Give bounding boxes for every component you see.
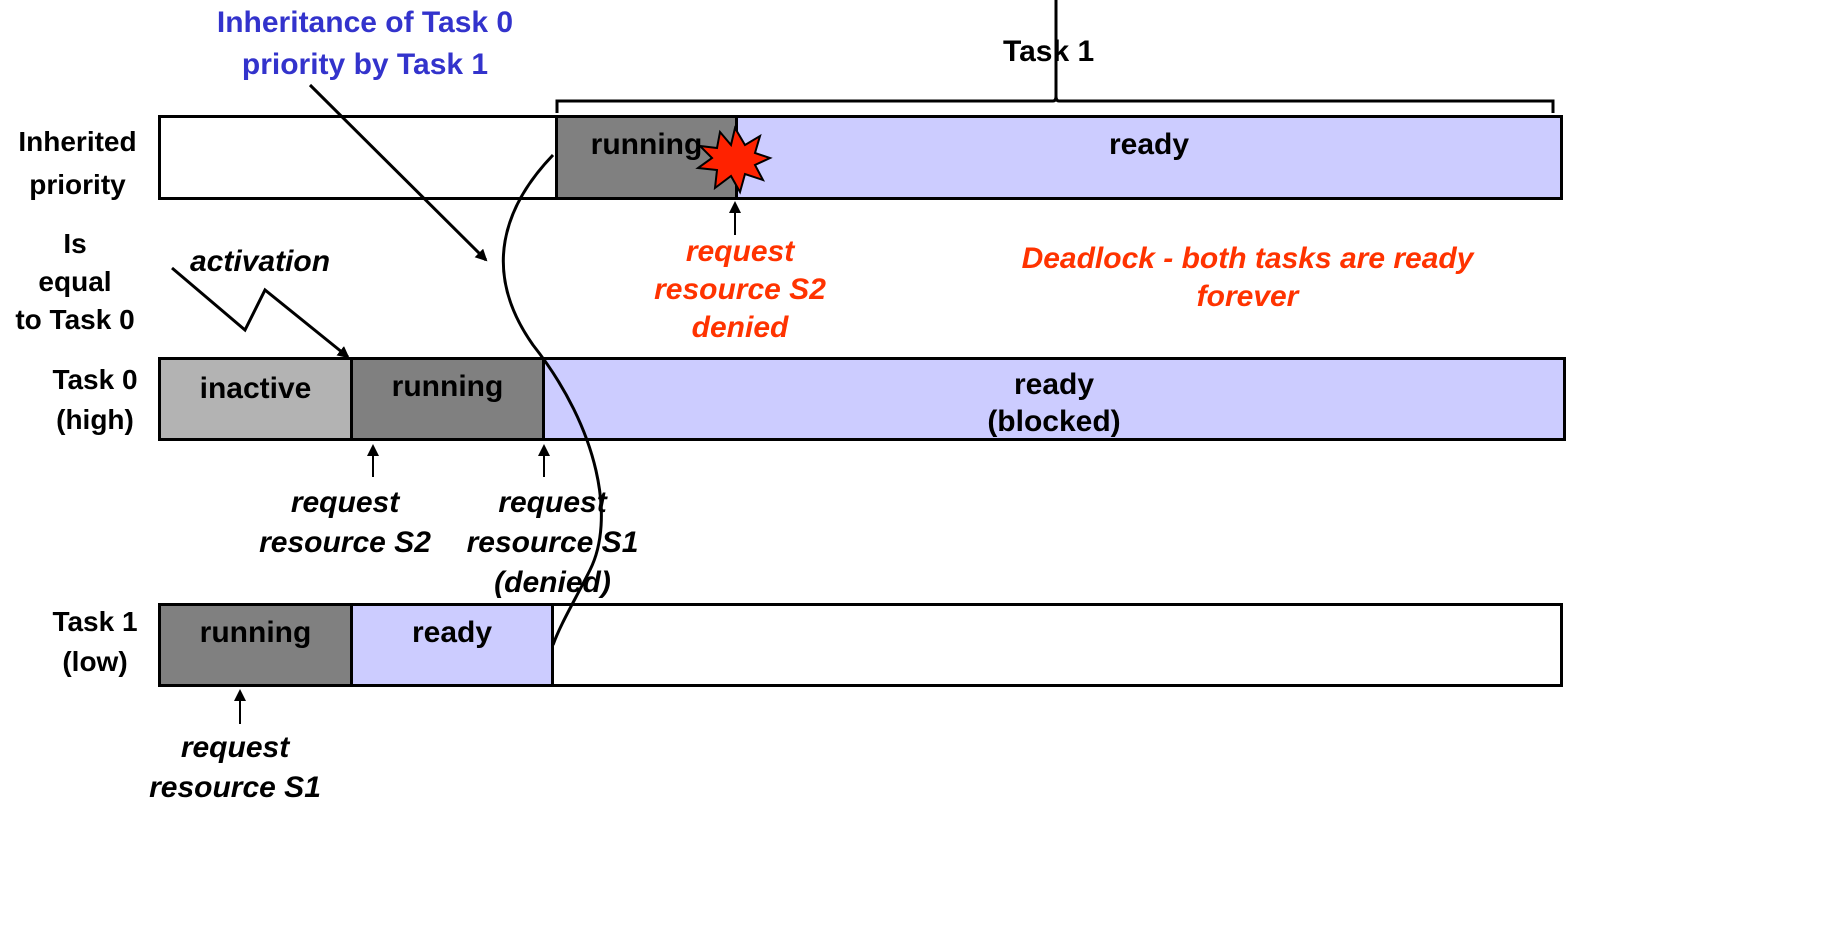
task0-segment-inactive: inactive <box>158 357 353 441</box>
row-label-task-0: Task 0 (high) <box>52 364 138 435</box>
task1-segment-empty <box>551 603 1563 687</box>
inherited-segment-empty <box>158 115 558 200</box>
inherited-segment-ready: ready <box>735 115 1563 200</box>
conflict-burst-icon <box>695 125 773 195</box>
task1-segment-ready: ready <box>350 603 554 687</box>
inheritance-title: Inheritance of Task 0 priority by Task 1 <box>216 6 514 81</box>
brace-label: Task 1 <box>1003 35 1095 68</box>
activation-zigzag-arrow <box>171 266 350 359</box>
inherited-segment-running: running <box>555 115 738 200</box>
task0-segment-running: running <box>350 357 545 441</box>
row-label-task-1: Task 1 (low) <box>52 606 138 677</box>
task1-segment-running: running <box>158 603 353 687</box>
task1-brace <box>555 0 1555 113</box>
activation-label: activation <box>190 245 331 278</box>
task0-segment-ready-blocked: ready (blocked) <box>542 357 1566 441</box>
request-s1-label: request resource S1 <box>149 731 321 804</box>
row-label-inherited-priority: Inherited priority <box>18 126 137 200</box>
inheritance-s-curve <box>501 153 603 646</box>
request-s2-denied-label: request resource S2 denied <box>654 235 826 344</box>
request-s2-label: request resource S2 <box>259 486 431 559</box>
request-s1-denied-label: request resource S1 (denied) <box>466 486 639 599</box>
title-pointer-arrow <box>308 83 488 262</box>
row-label-is-equal: Is equal to Task 0 <box>15 228 135 335</box>
deadlock-label: Deadlock - both tasks are ready forever <box>1021 242 1474 313</box>
